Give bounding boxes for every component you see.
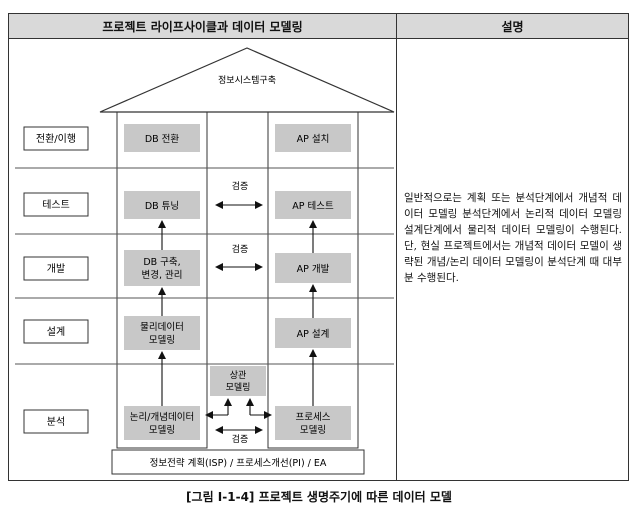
- db-build-box: [124, 250, 200, 286]
- verify-arrows: [215, 201, 263, 434]
- correlation-modeling-box: [210, 366, 266, 396]
- process-modeling-box: [275, 406, 351, 440]
- roof: [99, 47, 395, 113]
- strategy-base-box: [111, 449, 365, 475]
- correlation-arrows: [205, 398, 272, 419]
- roof-label: 정보시스템구축: [218, 74, 276, 86]
- stage-box-transition: [23, 126, 89, 151]
- db-tuning-label: DB 튜닝: [145, 201, 179, 212]
- column-divider: [396, 13, 397, 481]
- left-column-header: 프로젝트 라이프사이클과 데이터 모델링: [8, 13, 397, 39]
- stage-lines: [15, 167, 394, 365]
- ap-dev-label: AP 개발: [297, 264, 330, 275]
- ap-install-label: AP 설치: [297, 133, 330, 145]
- db-conversion-box: [124, 124, 200, 152]
- left-header-title: 프로젝트 라이프사이클과 데이터 모델링: [102, 19, 303, 34]
- ap-pillar: [267, 111, 359, 449]
- ap-design-box: [275, 318, 351, 348]
- db-conversion-label: DB 전환: [145, 133, 180, 145]
- figure-caption: [그림 Ⅰ-1-4] 프로젝트 생명주기에 따른 데이터 모델: [186, 490, 452, 504]
- right-header-title: 설명: [501, 19, 524, 34]
- ap-design-label: AP 설계: [297, 328, 330, 340]
- right-column-header: 설명: [396, 13, 629, 39]
- stage-label-transition: 전환/이행: [36, 133, 76, 145]
- description-text: 일반적으로는 계획 또는 분석단계에서 개념적 데이터 모델링 분석단계에서 논…: [404, 192, 622, 284]
- stage-label-design: 설계: [47, 326, 65, 338]
- logical-modeling-box: [124, 406, 200, 440]
- db-tuning-box: [124, 191, 200, 219]
- ap-test-label: AP 테스트: [292, 201, 334, 212]
- strategy-base-label: 정보전략 계획(ISP) / 프로세스개선(PI) / EA: [150, 457, 327, 469]
- physical-modeling-box: [124, 316, 200, 350]
- db-build-label: DB 구축,변경, 관리: [142, 257, 183, 281]
- verify-label-dev: 검증: [232, 243, 249, 255]
- ap-dev-box: [275, 253, 351, 283]
- verify-label-test: 검증: [232, 180, 249, 192]
- stage-box-analysis: [23, 409, 89, 434]
- stage-labels: 전환/이행 테스트 개발 설계 분석: [23, 126, 89, 434]
- stage-box-design: [23, 319, 89, 344]
- stage-label-analysis: 분석: [47, 416, 65, 428]
- verify-label-analysis: 검증: [232, 433, 249, 445]
- ap-test-box: [275, 191, 351, 219]
- stage-label-dev: 개발: [47, 263, 65, 275]
- stage-box-test: [23, 192, 89, 217]
- db-pillar: [116, 111, 208, 449]
- stage-label-test: 테스트: [42, 199, 70, 211]
- stage-box-dev: [23, 256, 89, 281]
- ap-install-box: [275, 124, 351, 152]
